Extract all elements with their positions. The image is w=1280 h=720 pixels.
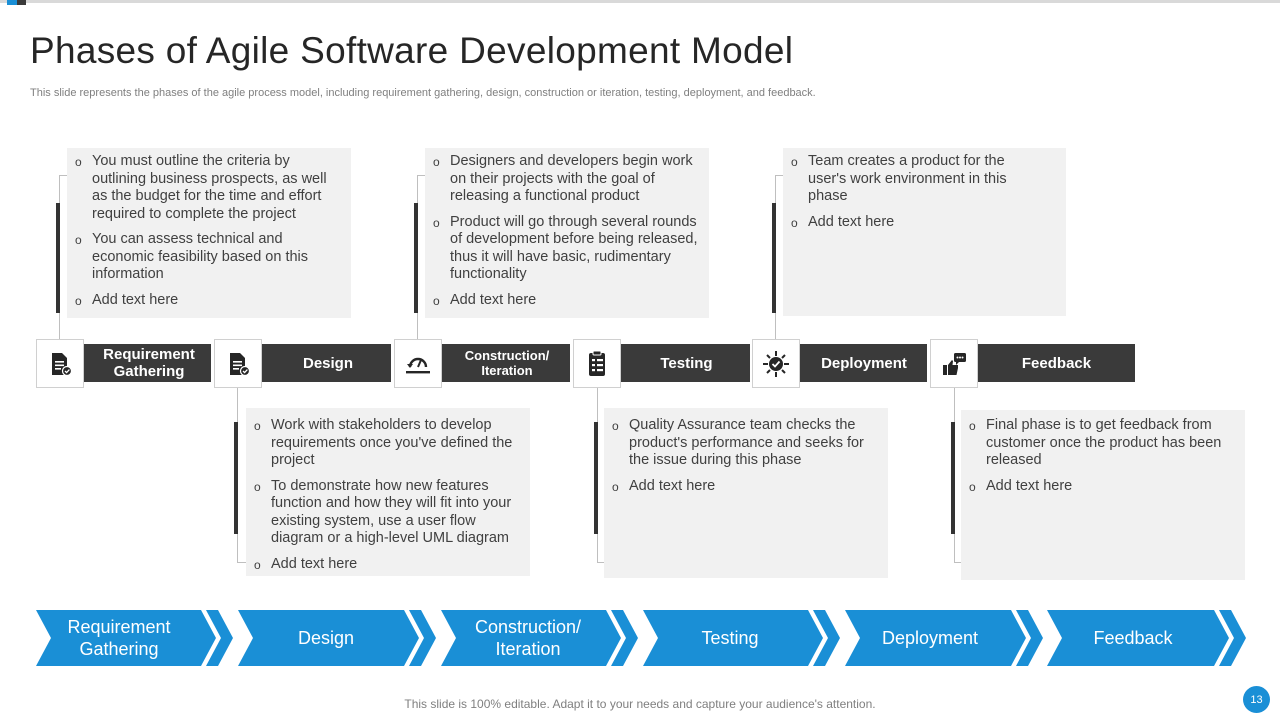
document-check-icon [230,352,251,376]
phase-separator [211,344,214,382]
thumbs-up-chat-icon [943,352,966,375]
connector-requirement [59,175,67,340]
phase-separator [391,344,394,382]
accent-bar-design [234,422,238,534]
accent-bar-requirement [56,203,60,313]
chevron-label-feedback: Feedback [1093,628,1173,648]
chevron-construction [441,610,621,666]
accent-bar-testing [594,422,598,534]
page-number-badge: 13 [1243,686,1270,713]
phase-icon-design [214,339,262,388]
phase-icon-requirement [36,339,84,388]
accent-bar-deployment [772,203,776,313]
phase-separator [927,344,930,382]
phase-label-design: Design [262,344,394,382]
phase-icon-construction [394,339,442,388]
connector-construction [417,175,425,340]
chevron-requirement-tail [206,610,233,666]
top-accent-dark [17,0,26,5]
phase-label-testing: Testing [621,344,752,382]
slide-footer: This slide is 100% editable. Adapt it to… [404,697,876,711]
phase-label-construction: Construction/ Iteration [442,344,572,382]
connector-deployment [775,175,783,340]
chevron-label-construction: Construction/Iteration [474,617,582,659]
chevron-design [238,610,419,666]
chevron-label-design: Design [297,628,355,648]
chevron-feedback [1047,610,1229,666]
chevron-testing-tail [813,610,840,666]
phase-icon-feedback [930,339,978,388]
phase-icon-testing [573,339,621,388]
chevron-deployment [845,610,1026,666]
gear-check-icon [763,350,789,377]
document-check-icon [52,352,73,376]
chevron-label-testing: Testing [701,628,759,648]
chevron-deployment-tail [1016,610,1043,666]
top-accent-blue [7,0,17,5]
accent-bar-feedback [951,422,955,534]
phase-label-requirement: Requirement Gathering [84,344,214,382]
connector-design [237,388,246,563]
chevron-testing [643,610,823,666]
checklist-icon [589,350,605,376]
chevron-label-deployment: Deployment [881,628,979,648]
phase-label-deployment: Deployment [800,344,928,382]
top-border-line [0,0,1280,3]
chevron-feedback-tail [1219,610,1246,666]
chevron-process-row [36,610,1246,666]
phase-label-feedback: Feedback [978,344,1135,382]
cycle-gauge-icon [406,357,430,373]
chevron-design-tail [409,610,436,666]
chevron-requirement [36,610,216,666]
slide-subtitle: This slide represents the phases of the … [30,87,816,99]
chevron-construction-tail [611,610,638,666]
accent-bar-construction [414,203,418,313]
phase-separator [750,344,753,382]
slide-title: Phases of Agile Software Development Mod… [30,30,794,71]
phase-separator [570,344,573,382]
connector-feedback [954,388,961,563]
phase-icon-deployment [752,339,800,388]
connector-testing [597,388,604,563]
